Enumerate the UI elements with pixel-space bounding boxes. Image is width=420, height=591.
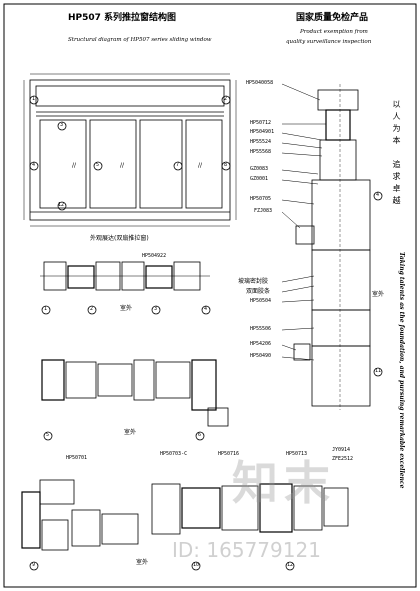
marker-5: 5 — [96, 162, 100, 168]
row1-circle-3: 3 — [154, 306, 158, 312]
detail-circle-b: 11 — [375, 368, 382, 374]
side-slogan-english: Taking talents as the foundation, and pu… — [398, 252, 405, 489]
row3-code-1: HP50703-C — [160, 451, 188, 457]
window-transom — [35, 85, 225, 107]
marker-4: 4 — [32, 162, 36, 168]
callout-13: HP55506 — [250, 326, 272, 332]
row1-code: HP504922 — [142, 253, 167, 259]
row3-code-4: JY0914 — [332, 447, 351, 453]
callout-1: HP5040058 — [246, 80, 274, 86]
drawing-title: HP507 系列推拉窗结构图 — [68, 13, 177, 23]
row3-code-left: HP50701 — [66, 455, 88, 461]
detail-circle-a: 4 — [376, 192, 380, 198]
marker-12: 12 — [58, 202, 65, 208]
callout-11: 双面胶条 — [246, 288, 271, 295]
window-elevation-outer — [29, 79, 231, 221]
row3-circle-9: 9 — [32, 562, 36, 568]
row1-circle-1: 1 — [44, 306, 48, 312]
marker-2: 2 — [224, 96, 228, 102]
marker-3: 3 — [60, 122, 64, 128]
row3-circle-10: 10 — [193, 562, 200, 568]
mid-mark-1: // — [72, 162, 77, 169]
quality-badge-line-1: Product exemption from — [300, 29, 368, 35]
sheet-border — [3, 3, 417, 588]
callout-4: HP55524 — [250, 139, 272, 145]
row3-code-2: HP50716 — [218, 451, 240, 457]
row2-center: 室外 — [124, 429, 137, 436]
callout-12: HP50504 — [250, 298, 272, 304]
callout-2: HP50712 — [250, 120, 272, 126]
row2-circle-5: 5 — [46, 432, 50, 438]
section-row-1 — [40, 261, 211, 315]
elevation-caption: 外观展达(双扇推拉窗) — [90, 235, 149, 242]
row3-circle-12: 12 — [287, 562, 294, 568]
quality-badge-title: 国家质量免检产品 — [296, 13, 369, 23]
row1-circle-2: 2 — [90, 306, 94, 312]
detail-side-label: 室外 — [372, 291, 385, 298]
callout-15: HP50490 — [250, 353, 272, 359]
side-slogan-2: 追求卓越 — [392, 160, 401, 208]
marker-1: 1 — [32, 96, 36, 102]
callout-14: HP54206 — [250, 341, 272, 347]
row1-center: 室外 — [120, 305, 133, 312]
watermark-brand: 知末 — [232, 456, 336, 510]
row3-code-5: ZFE2512 — [332, 456, 354, 462]
side-slogan-1: 以人为本 — [392, 100, 401, 148]
marker-8: 8 — [224, 162, 228, 168]
quality-badge-line-2: quality surveillance inspection — [286, 39, 372, 45]
mid-mark-2: // — [120, 162, 125, 169]
drawing-title-english: Structural diagram of HP507 series slidi… — [68, 37, 212, 43]
marker-7: 7 — [176, 162, 180, 168]
callout-9: FZJ083 — [254, 208, 273, 214]
row3-center: 室外 — [136, 559, 149, 566]
callout-7: GZ0001 — [250, 176, 269, 182]
row2-circle-6: 6 — [198, 432, 202, 438]
row1-circle-4: 4 — [204, 306, 208, 312]
watermark-id: ID: 165779121 — [172, 538, 321, 562]
section-row-2 — [41, 359, 229, 441]
callout-8: HP50705 — [250, 196, 272, 202]
callout-3: HP504901 — [250, 129, 275, 135]
row3-code-3: HP50713 — [286, 451, 308, 457]
mid-mark-3: // — [198, 162, 203, 169]
callout-10: 坡璃密封胶 — [238, 278, 269, 285]
callout-5: HP55568 — [250, 149, 272, 155]
section-row-3 — [21, 479, 349, 571]
callout-6: GZ0083 — [250, 166, 269, 172]
vertical-section-detail — [281, 83, 383, 410]
